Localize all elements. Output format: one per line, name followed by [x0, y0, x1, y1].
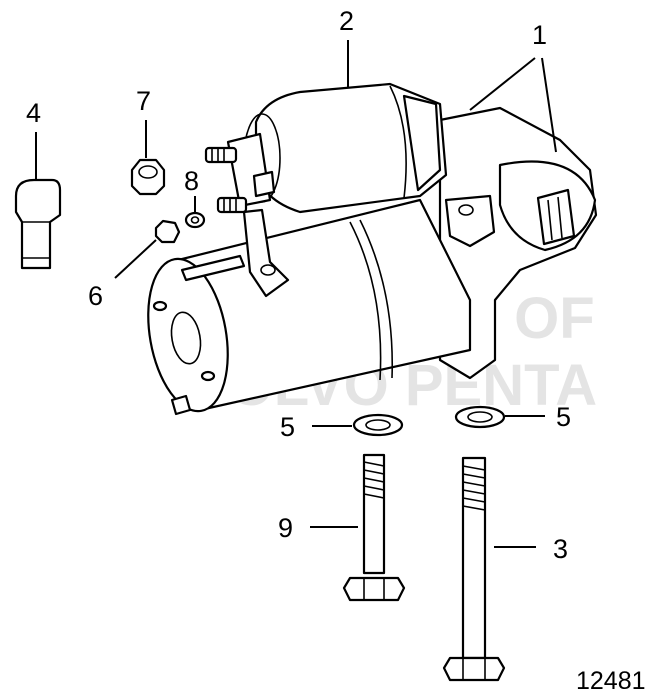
part-3-bolt-long: [442, 456, 506, 682]
callout-4: 4: [26, 98, 41, 128]
part-5-washer-right: [454, 405, 506, 429]
callout-labels: 1 2 3 4 5 5 6 7 8 9: [26, 6, 571, 564]
callout-1: 1: [532, 20, 547, 50]
callout-3: 3: [553, 534, 568, 564]
callout-5-right: 5: [556, 402, 571, 432]
reference-number: 12481: [576, 667, 646, 695]
callout-6: 6: [88, 281, 103, 311]
part-4-terminal-boot: [14, 178, 62, 270]
solenoid-stud-lower: [216, 196, 248, 214]
part-8-washer: [184, 211, 206, 229]
starter-motor-assembly: [147, 82, 598, 416]
callout-7: 7: [136, 86, 151, 116]
leader-6: [114, 239, 157, 279]
leader-lines: [35, 40, 557, 548]
part-5-washer-left: [352, 413, 404, 437]
callout-8: 8: [184, 166, 199, 196]
callout-9: 9: [278, 513, 293, 543]
leader-1a: [469, 57, 536, 111]
callout-5-left: 5: [280, 412, 295, 442]
part-9-bolt-short: [342, 453, 406, 602]
solenoid-stud-upper: [204, 146, 238, 164]
callout-2: 2: [339, 6, 354, 36]
part-7-nut: [130, 158, 166, 196]
part-6-nut: [154, 219, 181, 244]
leader-1b: [541, 57, 557, 153]
